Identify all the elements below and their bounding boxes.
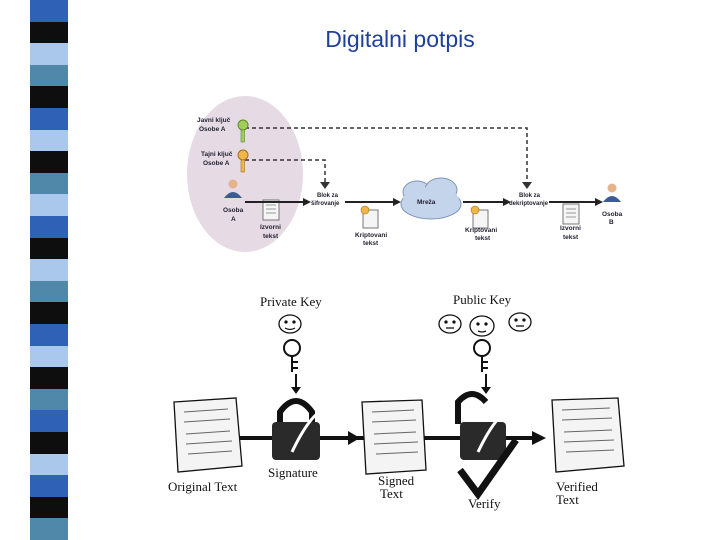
stripe-segment <box>30 518 68 540</box>
signed-text-label-line1: Signed <box>378 473 415 488</box>
stripe-segment <box>30 64 68 87</box>
encrypt-block-line2: šifrovanje <box>311 201 340 207</box>
encrypted-text-2-line1: Kriptovani <box>465 227 497 234</box>
signed-text-document-icon <box>361 399 427 475</box>
stripe-segment <box>30 0 68 23</box>
stripe-segment <box>30 410 68 433</box>
public-key-icon <box>237 119 249 143</box>
source-document-b-icon <box>562 203 580 225</box>
private-key-label: Private Key <box>260 294 322 309</box>
encrypted-document-2-icon <box>470 205 489 229</box>
decrypt-block-line1: Blok za <box>519 193 541 199</box>
public-key-label-line2: Osobe A <box>199 126 226 133</box>
stripe-segment <box>30 324 68 347</box>
flow-arrowhead-person-b <box>595 198 603 206</box>
source-text-a-line2: tekst <box>263 233 279 240</box>
public-key-icon-hand <box>473 339 491 372</box>
private-key-icon-hand <box>283 339 301 372</box>
stripe-segment <box>30 108 68 131</box>
dashed-arrowhead-decrypt <box>522 182 532 189</box>
stripe-segment <box>30 345 68 368</box>
stripe-segment <box>30 432 68 455</box>
encrypt-block-line1: Blok za <box>317 193 339 199</box>
network-cloud-icon <box>400 177 462 220</box>
encrypted-text-2-line2: tekst <box>475 235 491 242</box>
stripe-segment <box>30 280 68 303</box>
decorative-stripe-bar <box>30 0 68 540</box>
verified-text-label-line2: Text <box>556 492 579 507</box>
person-a-label-line2: A <box>231 216 236 223</box>
dashed-arrowhead-encrypt <box>320 182 330 189</box>
encrypted-document-1-icon <box>360 205 379 229</box>
stripe-segment <box>30 475 68 498</box>
arrowhead-to-signed-text <box>348 431 360 445</box>
stripe-segment <box>30 43 68 66</box>
original-text-document-icon <box>173 397 243 473</box>
private-key-label-line2: Osobe A <box>203 160 230 167</box>
flow-arrowhead-network <box>393 198 401 206</box>
person-b-icon <box>603 183 621 202</box>
encrypted-text-1-line1: Kriptovani <box>355 232 387 239</box>
closed-lock-icon <box>272 398 327 460</box>
verified-text-document-icon <box>551 397 625 473</box>
public-key-holder-faces-icon <box>438 312 532 337</box>
person-a-label-line1: Osoba <box>223 207 244 214</box>
network-label: Mreža <box>417 199 436 206</box>
stripe-segment <box>30 86 68 109</box>
source-text-a-line1: Izvorni <box>260 224 281 231</box>
stripe-segment <box>30 194 68 217</box>
source-text-b-line1: Izvorni <box>560 225 581 232</box>
signed-text-label-line2: Text <box>380 486 403 501</box>
private-key-holder-face-icon <box>278 314 302 334</box>
signature-label: Signature <box>268 465 318 480</box>
encrypted-text-1-line2: tekst <box>363 240 379 247</box>
source-text-b-line2: tekst <box>563 234 579 241</box>
stripe-segment <box>30 129 68 152</box>
flow-arrowhead-encrypt <box>303 198 311 206</box>
dashed-line-private-key <box>245 159 326 184</box>
stripe-segment <box>30 453 68 476</box>
person-b-label-line1: Osoba <box>602 211 623 218</box>
private-key-icon <box>237 149 249 173</box>
stripe-segment <box>30 496 68 519</box>
verified-text-label-line1: Verified <box>556 479 598 494</box>
person-b-label-line2: B <box>609 219 614 226</box>
original-text-label: Original Text <box>168 479 238 494</box>
source-document-a-icon <box>262 199 280 221</box>
stripe-segment <box>30 216 68 239</box>
stripe-segment <box>30 172 68 195</box>
public-key-label-line1: Javni ključ <box>197 117 231 124</box>
arrowhead-to-verified-text <box>532 431 546 445</box>
stripe-segment <box>30 21 68 44</box>
stripe-segment <box>30 302 68 325</box>
arrowhead-private-key <box>291 387 301 394</box>
person-a-icon <box>224 179 242 198</box>
private-key-label-line1: Tajni ključ <box>201 151 233 158</box>
dashed-line-public-key <box>245 127 528 184</box>
open-lock-icon <box>455 391 513 460</box>
public-key-label: Public Key <box>453 292 512 307</box>
stripe-segment <box>30 151 68 174</box>
stripe-segment <box>30 259 68 282</box>
stripe-segment <box>30 367 68 390</box>
verify-check-icon <box>457 437 519 500</box>
arrowhead-public-key <box>481 387 491 394</box>
stripe-segment <box>30 237 68 260</box>
decrypt-block-line2: dekriptovanje <box>509 201 549 207</box>
verify-label: Verify <box>468 496 501 511</box>
stripe-segment <box>30 388 68 411</box>
digital-signature-network-diagram: Javni ključ Osobe A Tajni ključ Osobe A … <box>187 96 623 252</box>
flow-arrowhead-decrypt <box>503 198 511 206</box>
signature-verification-diagram: Private Key Public Key <box>168 292 625 511</box>
page-title: Digitalni potpis <box>325 26 475 52</box>
